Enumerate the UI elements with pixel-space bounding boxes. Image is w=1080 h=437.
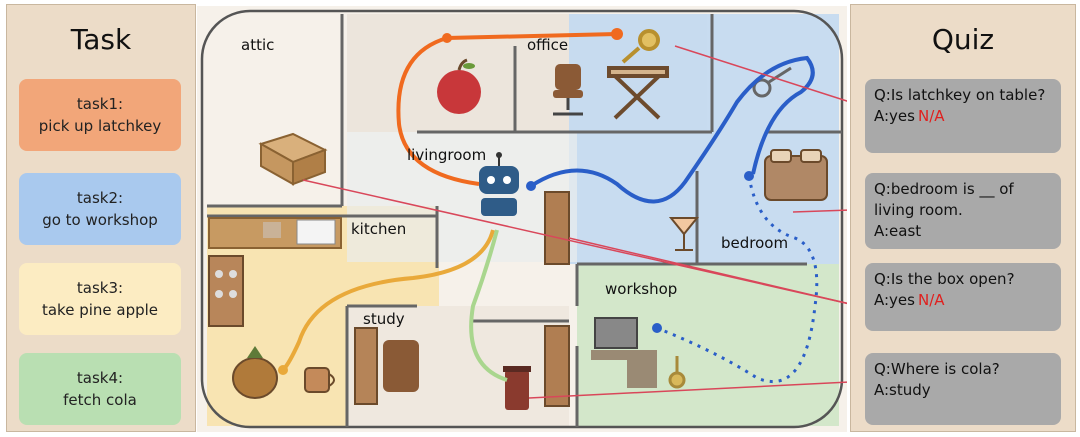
quiz-question: Q:Where is cola? <box>874 360 1000 378</box>
task-card-text: pick up latchkey <box>38 117 162 135</box>
path-green <box>469 229 508 382</box>
table-icon <box>607 66 669 120</box>
task-card-number: task4: <box>76 369 124 387</box>
apple-icon <box>437 58 481 114</box>
task-card-3[interactable]: task3: take pine apple <box>19 263 181 335</box>
wardrobe-icon <box>544 325 570 407</box>
latchkey-icon <box>621 29 660 64</box>
study-desk-icon <box>354 327 419 405</box>
path-blue-dotted <box>656 175 819 384</box>
task-card-number: task1: <box>76 95 124 113</box>
path-orange <box>396 32 618 186</box>
workshop-desk-icon <box>591 317 657 388</box>
wardrobe-icon <box>544 191 570 265</box>
quiz-wrong-answer: N/A <box>917 291 945 309</box>
leader-line <box>568 237 847 305</box>
mug-icon <box>304 367 335 393</box>
task-card-1[interactable]: task1: pick up latchkey <box>19 79 181 151</box>
quiz-panel-title: Quiz <box>931 23 995 56</box>
quiz-card-2[interactable]: Q:bedroom is __ of living room. A:east <box>865 173 1061 249</box>
leader-line <box>528 381 847 399</box>
leader-line <box>674 45 847 102</box>
bed-icon <box>764 149 828 201</box>
task-panel: Task task1: pick up latchkey task2: go t… <box>6 4 196 432</box>
task-card-number: task2: <box>76 189 124 207</box>
cocktail-glass-icon <box>668 217 700 251</box>
key-icon <box>752 66 792 98</box>
task-panel-title: Task <box>70 23 132 56</box>
task-card-4[interactable]: task4: fetch cola <box>19 353 181 425</box>
task-card-text: go to workshop <box>42 211 158 229</box>
path-marker <box>652 323 662 333</box>
quiz-card-4[interactable]: Q:Where is cola? A:study <box>865 353 1061 425</box>
path-marker <box>442 33 452 43</box>
task-card-2[interactable]: task2: go to workshop <box>19 173 181 245</box>
room-label-livingroom: livingroom <box>407 146 486 164</box>
livingroom-floor <box>347 132 577 262</box>
outer-wall <box>200 9 844 429</box>
bedroom-floor <box>569 14 839 264</box>
stove-icon <box>208 255 244 327</box>
room-label-workshop: workshop <box>605 280 677 298</box>
kitchen-counter-icon <box>208 217 342 249</box>
quiz-question: Q:Is the box open? <box>874 270 1015 288</box>
inner-walls <box>207 14 842 427</box>
task-card-text: take pine apple <box>41 301 159 319</box>
box-icon <box>258 132 328 186</box>
quiz-answer: A:study <box>874 381 931 399</box>
path-marker <box>278 365 288 375</box>
quiz-question: Q:Is latchkey on table? <box>874 86 1046 104</box>
quiz-wrong-answer: N/A <box>917 107 945 125</box>
leader-line <box>792 209 847 213</box>
room-label-bedroom: bedroom <box>721 234 788 252</box>
robot-icon <box>479 152 519 216</box>
floor-plan-map: attic office livingroom kitchen bedroom … <box>197 6 847 432</box>
path-marker <box>611 28 623 40</box>
path-marker <box>526 181 536 191</box>
path-blue <box>529 55 815 204</box>
quiz-answer: A:east <box>874 222 922 240</box>
path-yellow <box>281 229 495 372</box>
room-label-study: study <box>363 310 405 328</box>
office-chair-icon <box>553 64 583 116</box>
task-card-text: fetch cola <box>63 391 137 409</box>
workshop-key-icon <box>668 356 686 389</box>
room-label-attic: attic <box>241 36 274 54</box>
room-label-kitchen: kitchen <box>351 220 406 238</box>
quiz-question: Q:bedroom is __ of living room. <box>874 180 1014 219</box>
pineapple-icon <box>232 346 278 399</box>
room-label-office: office <box>527 36 568 54</box>
task-card-number: task3: <box>76 279 124 297</box>
cola-icon <box>503 366 531 410</box>
